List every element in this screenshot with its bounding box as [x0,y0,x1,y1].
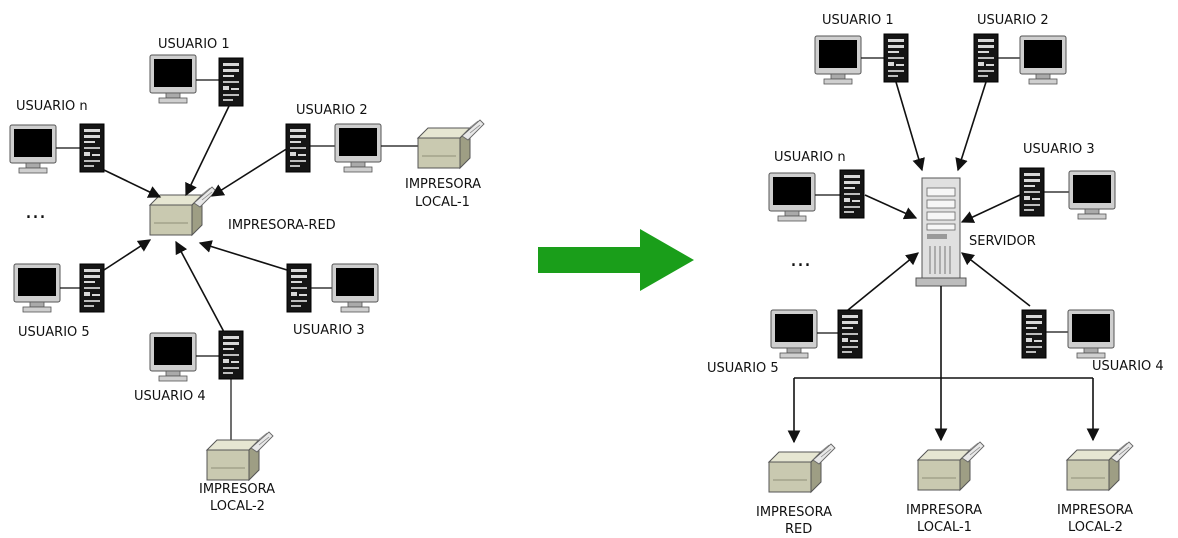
printer-icon [1066,441,1134,491]
monitor-icon [814,35,862,85]
left-local-printer-1: IMPRESORA LOCAL-1 [405,119,485,210]
left-user-4: USUARIO 4 [134,330,244,440]
printer-label-line-1: IMPRESORA [199,482,275,497]
transition-arrow-icon [538,229,694,291]
tower-icon [1019,167,1045,217]
user-label: USUARIO 5 [18,325,90,340]
printer-label-line-2: LOCAL-2 [1068,520,1123,535]
right-user-5: USUARIO 5 [707,309,863,376]
user-label: USUARIO 3 [1023,142,1095,157]
user-label: USUARIO 2 [977,13,1049,28]
printer-label-line-2: LOCAL-2 [210,499,265,514]
monitor-icon [768,172,816,222]
connection-arrow [185,103,231,197]
left-user-1: USUARIO 1 [149,37,244,107]
monitor-icon [13,263,61,313]
connection-arrow [895,81,925,172]
printer-icon [768,443,836,493]
printer-label-line-1: IMPRESORA [756,505,832,520]
right-user-1: USUARIO 1 [814,13,909,85]
user-label: USUARIO 4 [1092,359,1164,374]
printer-bus [787,286,1100,444]
tower-icon [1021,309,1047,359]
printer-icon [149,186,217,236]
connection-arrow [864,194,918,220]
monitor-icon [1067,309,1115,359]
connection-arrow [103,239,152,271]
right-user-n: USUARIO n [768,150,865,222]
server: SERVIDOR [915,177,1036,287]
printer-label-line-2: RED [785,522,812,537]
tower-icon [883,33,909,83]
right-printer-local-1: IMPRESORA LOCAL-1 [906,441,985,535]
connection-arrow [955,81,987,172]
left-local-printer-2: IMPRESORA LOCAL-2 [199,431,275,514]
connection-arrow [210,147,289,197]
tower-icon [286,263,312,313]
right-printer-local-2: IMPRESORA LOCAL-2 [1057,441,1134,535]
server-icon [915,177,967,287]
left-user-n: USUARIO n [9,99,105,174]
printer-label-line-2: LOCAL-1 [415,195,470,210]
connection-arrow [960,194,1021,223]
left-network-printer: IMPRESORA-RED [149,186,336,236]
ellipsis: ... [25,199,46,224]
user-label: USUARIO n [16,99,88,114]
monitor-icon [9,124,57,174]
right-network: USUARIO 1 USUARIO 2 USUARIO n USUARIO 3 … [707,13,1164,537]
left-network: USUARIO 1 USUARIO n USUARIO 2 IMPRESORA … [9,37,485,514]
printer-label-line-1: IMPRESORA [1057,503,1133,518]
left-user-2: USUARIO 2 [285,103,418,173]
printer-label-line-1: IMPRESORA [906,503,982,518]
printer-label-line-1: IMPRESORA [405,177,481,192]
user-label: USUARIO n [774,150,846,165]
tower-icon [218,330,244,380]
monitor-icon [770,309,818,359]
user-label: USUARIO 2 [296,103,368,118]
tower-icon [837,309,863,359]
connection-arrow [175,240,225,333]
user-label: USUARIO 5 [707,361,779,376]
printer-icon [417,119,485,169]
right-user-3: USUARIO 3 [1019,142,1116,220]
user-label: USUARIO 1 [158,37,230,52]
user-label: USUARIO 3 [293,323,365,338]
server-label: SERVIDOR [969,234,1036,249]
monitor-icon [1068,170,1116,220]
connection-arrow [103,169,162,198]
printer-icon [917,441,985,491]
connection-arrow [198,240,288,271]
printer-label-line-2: LOCAL-1 [917,520,972,535]
tower-icon [79,123,105,173]
printer-icon [206,431,274,481]
right-user-4: USUARIO 4 [1021,309,1164,374]
left-user-5: USUARIO 5 [13,263,105,340]
right-user-2: USUARIO 2 [973,13,1067,85]
right-printer-red: IMPRESORA RED [756,443,836,537]
connection-arrow [847,252,919,311]
connection-arrow [960,252,1031,307]
user-label: USUARIO 4 [134,389,206,404]
left-user-3: USUARIO 3 [286,263,379,338]
monitor-icon [1019,35,1067,85]
printer-label: IMPRESORA-RED [228,218,336,233]
tower-icon [218,57,244,107]
tower-icon [973,33,999,83]
ellipsis: ... [790,247,811,272]
monitor-icon [334,123,382,173]
tower-icon [79,263,105,313]
monitor-icon [149,332,197,382]
tower-icon [839,169,865,219]
tower-icon [285,123,311,173]
monitor-icon [331,263,379,313]
monitor-icon [149,54,197,104]
user-label: USUARIO 1 [822,13,894,28]
